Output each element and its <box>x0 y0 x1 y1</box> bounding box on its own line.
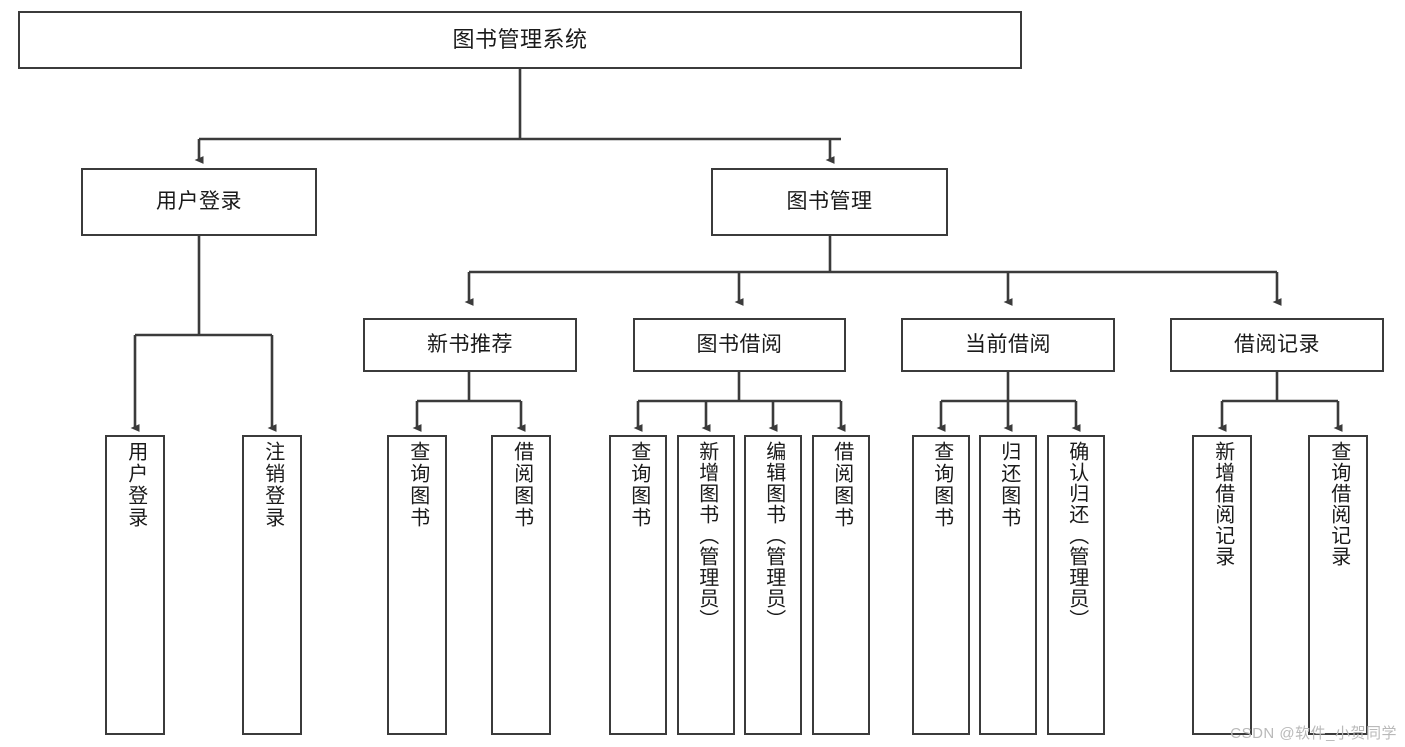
node-new-book-recommend[interactable]: 新书推荐 <box>363 318 577 372</box>
node-leaf-confirm-return[interactable]: 确认归还（管理员） <box>1047 435 1105 735</box>
node-leaf-query-record[interactable]: 查询借阅记录 <box>1308 435 1368 735</box>
node-book-manage[interactable]: 图书管理 <box>711 168 948 236</box>
node-root[interactable]: 图书管理系统 <box>18 11 1022 69</box>
node-leaf-query-book-2[interactable]: 查询图书 <box>609 435 667 735</box>
node-leaf-logout-login-label: 注销登录 <box>261 441 284 529</box>
node-borrow-record[interactable]: 借阅记录 <box>1170 318 1384 372</box>
node-leaf-confirm-return-label: 确认归还（管理员） <box>1065 441 1088 630</box>
node-leaf-add-record-label: 新增借阅记录 <box>1211 441 1234 567</box>
node-leaf-add-book-label: 新增图书（管理员） <box>695 441 718 630</box>
node-leaf-user-login[interactable]: 用户登录 <box>105 435 165 735</box>
node-current-borrow[interactable]: 当前借阅 <box>901 318 1115 372</box>
node-leaf-borrow-book-1-label: 借阅图书 <box>510 441 533 529</box>
node-leaf-add-book[interactable]: 新增图书（管理员） <box>677 435 735 735</box>
node-user-login[interactable]: 用户登录 <box>81 168 317 236</box>
node-borrow-record-label: 借阅记录 <box>1234 333 1320 357</box>
node-leaf-edit-book[interactable]: 编辑图书（管理员） <box>744 435 802 735</box>
node-leaf-borrow-book-2-label: 借阅图书 <box>830 441 853 529</box>
node-leaf-query-book-2-label: 查询图书 <box>627 441 650 529</box>
node-leaf-query-record-label: 查询借阅记录 <box>1327 441 1350 567</box>
node-leaf-borrow-book-1[interactable]: 借阅图书 <box>491 435 551 735</box>
node-leaf-return-book-label: 归还图书 <box>997 441 1020 529</box>
node-current-borrow-label: 当前借阅 <box>965 333 1051 357</box>
node-leaf-user-login-label: 用户登录 <box>124 441 147 529</box>
node-leaf-logout-login[interactable]: 注销登录 <box>242 435 302 735</box>
node-book-borrow-label: 图书借阅 <box>696 333 783 357</box>
watermark: CSDN @软件_小贺同学 <box>1230 725 1397 742</box>
node-user-login-label: 用户登录 <box>156 190 242 214</box>
node-book-borrow[interactable]: 图书借阅 <box>633 318 846 372</box>
node-leaf-edit-book-label: 编辑图书（管理员） <box>762 441 785 630</box>
node-leaf-query-book-1-label: 查询图书 <box>406 441 429 529</box>
node-leaf-query-book-3-label: 查询图书 <box>930 441 953 529</box>
node-root-label: 图书管理系统 <box>452 26 588 52</box>
node-leaf-query-book-3[interactable]: 查询图书 <box>912 435 970 735</box>
node-leaf-borrow-book-2[interactable]: 借阅图书 <box>812 435 870 735</box>
node-leaf-add-record[interactable]: 新增借阅记录 <box>1192 435 1252 735</box>
node-new-book-recommend-label: 新书推荐 <box>427 333 513 357</box>
node-leaf-return-book[interactable]: 归还图书 <box>979 435 1037 735</box>
node-leaf-query-book-1[interactable]: 查询图书 <box>387 435 447 735</box>
node-book-manage-label: 图书管理 <box>786 190 873 214</box>
